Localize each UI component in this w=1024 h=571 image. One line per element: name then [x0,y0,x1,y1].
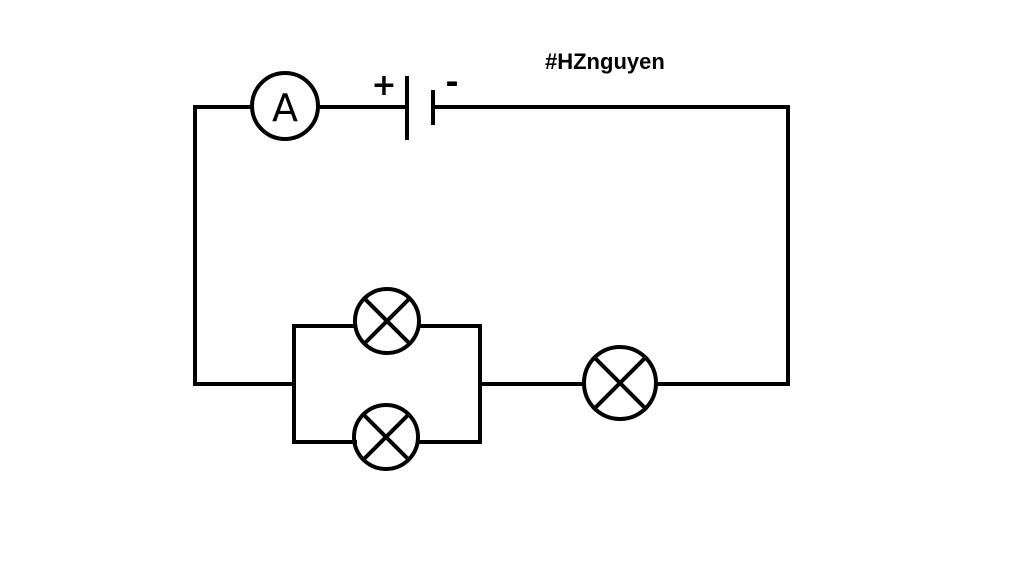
lamp-series [582,345,658,421]
ammeter-circle [250,71,320,141]
lamp-circle [352,403,420,471]
battery-negative-sign: - [445,63,458,101]
lamp-parallel-top [353,287,421,355]
battery: + - [371,63,459,140]
watermark-text: #HZnguyen [545,49,665,74]
wires [193,105,790,444]
lamp-circle [353,287,421,355]
battery-positive-sign: + [371,68,396,103]
lamp-cross-b [360,411,412,463]
lamp-cross-b [591,354,649,412]
ammeter-label: A [272,86,298,130]
lamp-circle [582,345,658,421]
ammeter: A [250,71,320,141]
lamp-parallel-bottom [352,403,420,471]
lamp-cross-b [361,295,413,347]
